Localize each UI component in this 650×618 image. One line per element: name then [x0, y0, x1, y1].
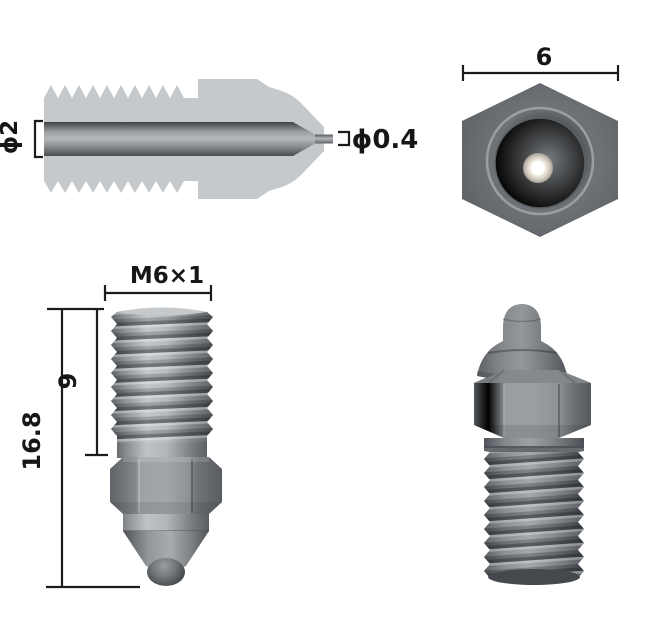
washer-step [123, 514, 209, 531]
hex-top-chamfer-iso [474, 370, 591, 383]
bore-diameter-dimension [33, 119, 43, 159]
tip-diameter-label: ϕ0.4 [352, 125, 419, 155]
tip-diameter-dimension [338, 130, 351, 147]
tip-dome-iso [477, 336, 567, 381]
top-view: 6 [461, 43, 620, 237]
tip-cap-seam [502, 318, 542, 323]
hex-chamfer-seam-right [558, 369, 576, 384]
nozzle-outlet-hole [531, 161, 545, 175]
tip-cap-side [147, 558, 185, 586]
thread-top-cap [117, 307, 207, 316]
filament-bore [44, 122, 293, 156]
tip-cone-side [123, 531, 209, 571]
nozzle-tip-bore [315, 134, 333, 144]
dome-ridge [487, 349, 558, 354]
threaded-shank [111, 308, 213, 457]
total-length-label: 16.8 [18, 411, 46, 470]
side-view-dimensions [46, 285, 213, 589]
cross-section-view: ϕ2 ϕ0.4 [0, 79, 418, 199]
bore-diameter-label: ϕ2 [0, 120, 23, 154]
tip-cap-iso [503, 304, 541, 345]
thread-length-label: 9 [54, 373, 82, 390]
bore-taper [293, 122, 315, 156]
threaded-shank-iso [484, 452, 584, 583]
thread-bottom-cap [488, 569, 580, 585]
hex-bottom-chamfer-iso [474, 425, 591, 438]
iso-view [474, 304, 591, 585]
shank-neck [117, 443, 207, 458]
hex-top-chamfer [123, 457, 209, 462]
hex-bottom-chamfer [110, 502, 222, 514]
tip-outer-ring [485, 106, 595, 216]
hex-nut-iso [474, 370, 591, 438]
side-view: M6×1 9 16.8 [18, 263, 222, 589]
bore-diameter-bracket [33, 119, 43, 159]
width-dimension [461, 65, 620, 81]
washer-step-iso [484, 438, 584, 448]
hex-nut-side [110, 457, 222, 514]
hex-chamfer-seam-left [488, 369, 505, 384]
tip-diameter-bracket [338, 130, 351, 147]
thread-spec-label: M6×1 [130, 263, 204, 289]
width-label: 6 [536, 43, 553, 71]
